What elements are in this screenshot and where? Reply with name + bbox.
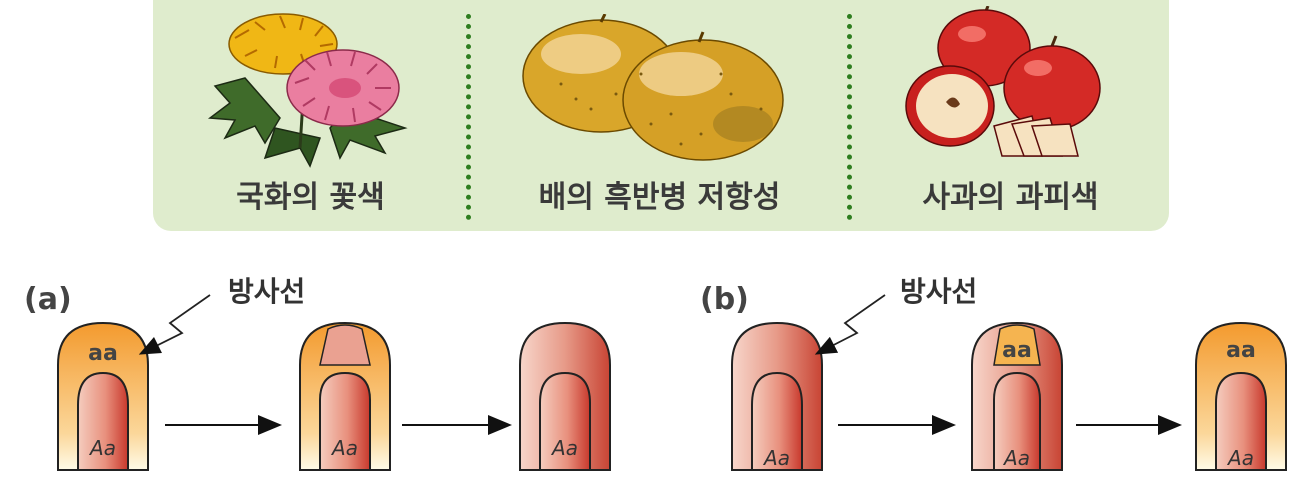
- a-inner-genotype-3: Aa: [550, 436, 578, 460]
- a-stage-2: [299, 321, 391, 471]
- chrysanthemum-icon: [207, 13, 408, 168]
- a-inner-genotype-2: Aa: [330, 436, 358, 460]
- radiation-arrow-a: [138, 294, 211, 355]
- radiation-label-a: 방사선: [228, 275, 306, 308]
- b-stage-1: [731, 321, 823, 471]
- b-mutant-genotype-3: aa: [1226, 338, 1256, 363]
- b-mutant-genotype-2: aa: [1002, 338, 1032, 363]
- divider-1: [466, 14, 471, 220]
- radiation-label-b: 방사선: [900, 275, 978, 308]
- pear-label: 배의 흑반병 저항성: [538, 180, 781, 215]
- b-stage-2: [971, 321, 1063, 471]
- a-stage-1: [57, 321, 149, 471]
- radiation-arrow-b: [814, 294, 886, 355]
- b-inner-genotype-3: Aa: [1226, 446, 1254, 470]
- a-stage-3: [519, 321, 611, 471]
- part-a-label: (a): [24, 282, 72, 317]
- b-inner-genotype-1: Aa: [762, 446, 790, 470]
- pear-icon: [522, 14, 784, 161]
- apple-icon: [905, 6, 1101, 157]
- b-stage-3: [1195, 321, 1287, 471]
- apple-cell: 사과의 과피색: [852, 0, 1169, 231]
- a-inner-genotype-1: Aa: [88, 436, 116, 460]
- pear-cell: 배의 흑반병 저항성: [471, 0, 848, 231]
- example-panel: 국화의 꽃색 배의 흑반병 저항성: [153, 0, 1169, 231]
- apple-label: 사과의 과피색: [922, 180, 1099, 215]
- divider-2: [847, 14, 852, 220]
- chrysanthemum-label: 국화의 꽃색: [236, 180, 385, 215]
- chrysanthemum-cell: 국화의 꽃색: [153, 0, 468, 231]
- part-b-label: (b): [700, 282, 749, 317]
- chimera-diagram: aa Aa Aa Aa Aa aa Aa aa Aa: [57, 294, 1287, 471]
- b-inner-genotype-2: Aa: [1002, 446, 1030, 470]
- a-mutant-genotype-1: aa: [88, 341, 118, 366]
